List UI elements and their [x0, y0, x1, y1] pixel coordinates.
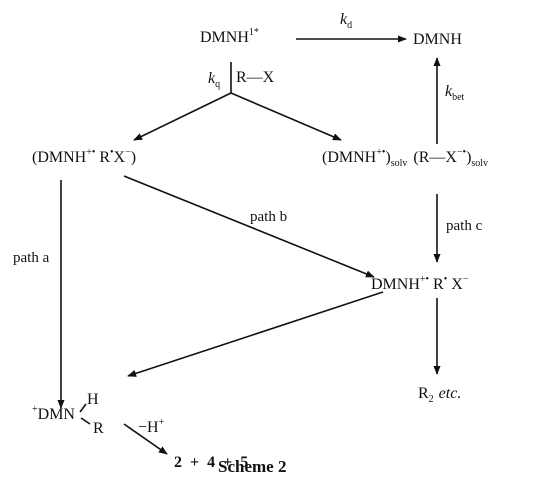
adduct-bond-r [80, 417, 91, 425]
path-b-label: path b [250, 209, 287, 225]
excited-dmnh-label: DMNH1* [200, 27, 259, 46]
arrow-path-b [123, 175, 375, 278]
kbet-label: kbet [445, 83, 465, 103]
kd-label: kd [340, 11, 352, 31]
arrow-to-solv-pair [230, 92, 342, 141]
rx-reagent-label: R—X [236, 69, 275, 86]
solvated-ion-pair-label: (DMNH+•)solv(R—X−•)solv [322, 147, 488, 169]
arrow-deprotonation [123, 423, 168, 455]
arrow-ionpair-to-adduct [127, 291, 384, 377]
path-c-label: path c [446, 218, 483, 234]
path-a-label: path a [13, 250, 50, 266]
kq-label: kq [208, 70, 220, 90]
caged-ion-pair-label: (DMNH+• R•X−) [32, 147, 136, 166]
products-label: 2+4+5 [174, 454, 248, 471]
adduct-r-label: R [93, 420, 104, 437]
ground-dmnh-label: DMNH [413, 31, 462, 48]
arrow-to-caged-pair [133, 92, 232, 141]
deprotonation-label: −H+ [138, 417, 165, 436]
scheme-caption: Scheme 2 [218, 457, 286, 476]
adduct-bond-h [79, 403, 87, 413]
free-ion-pair-label: DMNH+• R• X− [371, 274, 469, 293]
adduct-h-label: H [87, 391, 99, 408]
adduct-dmn-label: +DMN [32, 404, 75, 423]
